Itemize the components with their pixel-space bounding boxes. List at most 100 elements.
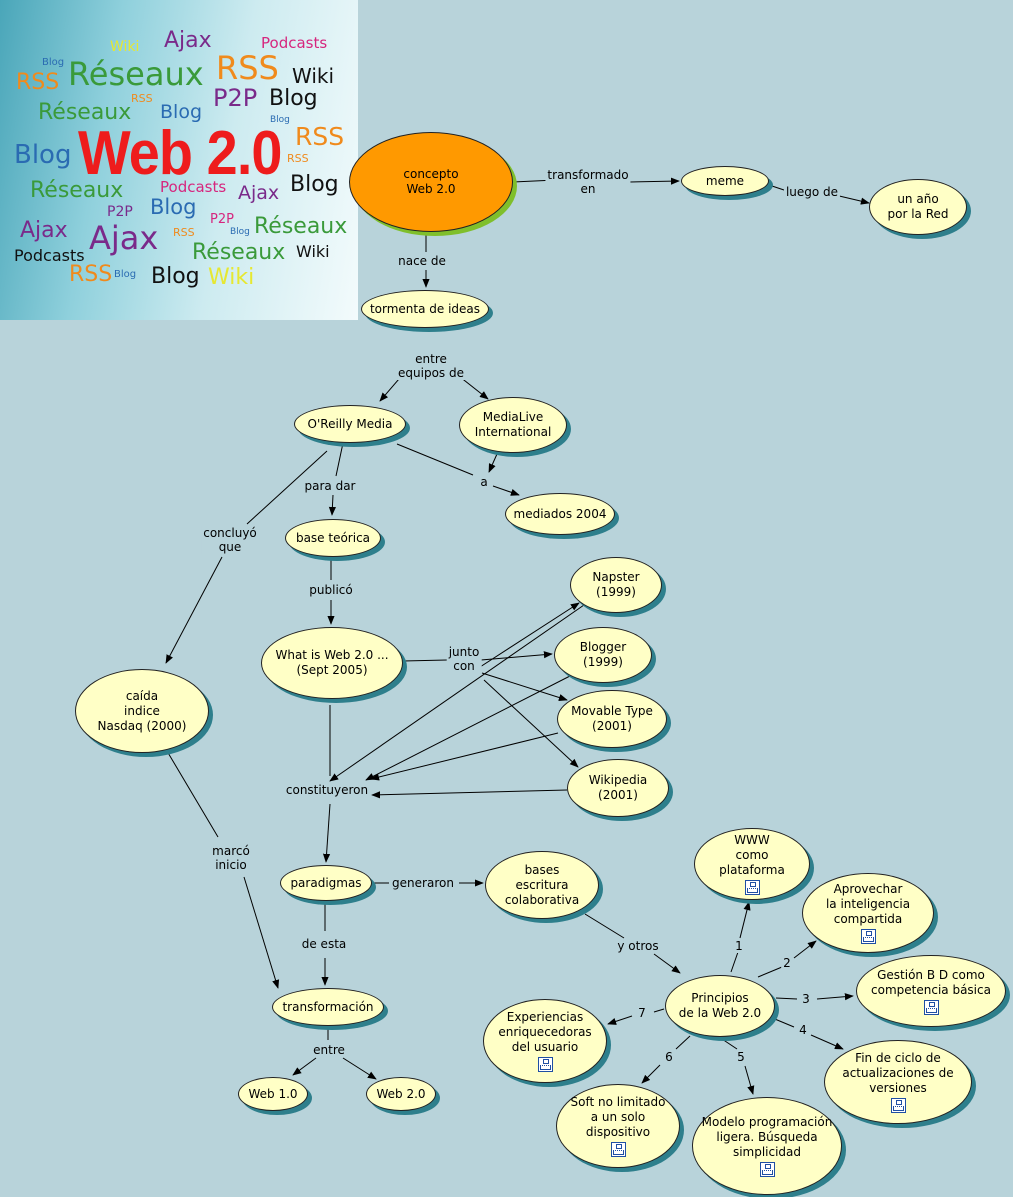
node-napster[interactable]: Napster (1999): [570, 557, 662, 613]
node-mediados-2004[interactable]: mediados 2004: [505, 493, 615, 535]
node-label: paradigmas: [290, 875, 362, 890]
node-wikipedia[interactable]: Wikipedia (2001): [567, 759, 669, 817]
link-label-concluyo-que: concluyó que: [201, 526, 259, 554]
node-www-plataforma[interactable]: WWW como plataforma: [694, 828, 810, 900]
node-label: transformación: [282, 999, 374, 1014]
connector-line: [834, 194, 870, 205]
submap-icon[interactable]: [759, 1162, 775, 1177]
node-experiencias-usuario[interactable]: Experiencias enriquecedoras del usuario: [483, 999, 607, 1083]
cloud-word: Wiki: [110, 39, 140, 55]
connector-line: [371, 789, 568, 799]
cloud-word: Blog: [269, 86, 318, 111]
link-label-4: 4: [797, 1023, 809, 1037]
node-label: un año por la Red: [887, 192, 949, 221]
submap-icon[interactable]: [890, 1098, 906, 1113]
node-web-1-0[interactable]: Web 1.0: [238, 1077, 308, 1111]
node-label: Napster (1999): [592, 570, 640, 599]
link-label-y-otros: y otros: [615, 939, 661, 953]
connector-line: [328, 494, 337, 516]
node-label: mediados 2004: [513, 506, 607, 521]
cloud-word: Blog: [270, 115, 290, 125]
submap-icon[interactable]: [537, 1057, 553, 1072]
connector-line: [730, 951, 739, 973]
link-label-5: 5: [735, 1050, 747, 1064]
connector-line: [481, 672, 568, 701]
connector-line: [488, 453, 498, 473]
link-label-constituyeron: constituyeron: [283, 783, 371, 797]
node-principios[interactable]: Principios de la Web 2.0: [665, 975, 775, 1037]
node-label: base teórica: [295, 530, 371, 545]
cloud-word: RSS: [131, 92, 153, 105]
connector-line: [342, 1057, 377, 1080]
node-caida-nasdaq[interactable]: caída indice Nasdaq (2000): [75, 669, 209, 753]
link-label-3: 3: [800, 992, 812, 1006]
node-label: concepto Web 2.0: [403, 167, 459, 196]
connector-line: [322, 803, 331, 863]
node-paradigmas[interactable]: paradigmas: [280, 865, 372, 901]
cloud-word: Podcasts: [261, 34, 328, 52]
node-label: WWW como plataforma: [719, 833, 785, 877]
node-label: O'Reilly Media: [307, 416, 393, 431]
cloud-word: RSS: [173, 226, 195, 239]
connector-line: [335, 442, 344, 477]
cloud-word: P2P: [107, 204, 133, 220]
cloud-word: RSS: [16, 70, 60, 95]
connector-line: [718, 1036, 738, 1050]
node-concepto-web20[interactable]: concepto Web 2.0: [349, 132, 513, 232]
cloud-word: Ajax: [164, 28, 212, 53]
node-gestion-bd[interactable]: Gestión B D como competencia básica: [856, 955, 1006, 1027]
node-fin-ciclo[interactable]: Fin de ciclo de actualizaciones de versi…: [824, 1040, 972, 1124]
connector-line: [370, 732, 559, 781]
node-medialive[interactable]: MediaLive International: [459, 397, 567, 453]
cloud-word: Réseaux: [254, 214, 348, 239]
connector-line: [816, 993, 854, 1001]
node-soft-no-limitado[interactable]: Soft no limitado a un solo dispositivo: [556, 1084, 680, 1168]
node-label: Experiencias enriquecedoras del usuario: [498, 1010, 592, 1054]
link-label-a: a: [478, 475, 490, 489]
node-transformacion[interactable]: transformación: [272, 988, 384, 1026]
connector-line: [365, 675, 571, 781]
node-bases-escritura[interactable]: bases escritura colaborativa: [485, 851, 599, 919]
node-label: Fin de ciclo de actualizaciones de versi…: [842, 1051, 954, 1095]
node-label: bases escritura colaborativa: [504, 862, 580, 907]
connector-line: [396, 443, 474, 476]
cloud-word: Blog: [114, 269, 137, 280]
node-modelo-programacion[interactable]: Modelo programación ligera. Búsqueda sim…: [692, 1097, 842, 1195]
cloud-word: Wiki: [296, 242, 330, 261]
node-un-ano[interactable]: un año por la Red: [869, 179, 967, 235]
node-blogger[interactable]: Blogger (1999): [554, 627, 652, 683]
submap-icon[interactable]: [610, 1142, 626, 1157]
node-label: Principios de la Web 2.0: [678, 991, 762, 1020]
connector-line: [739, 901, 751, 939]
node-movable-type[interactable]: Movable Type (2001): [557, 690, 667, 748]
node-label: caída indice Nasdaq (2000): [97, 688, 187, 733]
node-label: Web 1.0: [248, 1086, 298, 1101]
submap-icon[interactable]: [744, 880, 760, 895]
node-what-is-web20[interactable]: What is Web 2.0 ... (Sept 2005): [261, 627, 403, 699]
node-tormenta-de-ideas[interactable]: tormenta de ideas: [361, 290, 489, 328]
connector-line: [775, 997, 798, 1000]
cloud-word: Blog: [14, 140, 72, 170]
submap-icon[interactable]: [923, 999, 939, 1015]
connector-line: [769, 1016, 795, 1028]
cloud-word: Réseaux: [68, 55, 204, 93]
node-base-teorica[interactable]: base teórica: [285, 519, 381, 557]
submap-icon[interactable]: [860, 929, 876, 944]
node-web-2-0[interactable]: Web 2.0: [366, 1077, 436, 1111]
connector-line: [744, 1065, 755, 1095]
node-meme[interactable]: meme: [681, 166, 769, 196]
cloud-word: Podcasts: [160, 178, 227, 196]
connector-line: [641, 1064, 661, 1084]
connector-line: [402, 659, 448, 662]
cloud-word: Blog: [42, 57, 65, 68]
cloud-word: Blog: [150, 195, 197, 219]
node-inteligencia-compartida[interactable]: Aprovechar la inteligencia compartida: [802, 873, 934, 953]
cloud-word: Wiki: [208, 265, 255, 290]
connector-line: [629, 177, 680, 185]
node-oreilly-media[interactable]: O'Reilly Media: [294, 405, 406, 443]
cloud-word: RSS: [69, 262, 113, 287]
link-label-7: 7: [636, 1006, 648, 1020]
link-label-para-dar: para dar: [302, 479, 358, 493]
node-label: Blogger (1999): [579, 640, 627, 669]
node-label: MediaLive International: [474, 410, 552, 439]
